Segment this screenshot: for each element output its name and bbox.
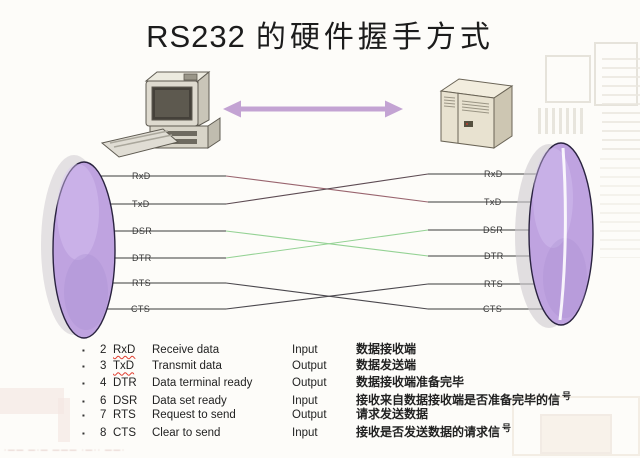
pin-number: 2 xyxy=(100,344,107,356)
bullet: ▪ xyxy=(82,429,85,439)
pin-direction: Output xyxy=(292,360,327,373)
pin-number: 8 xyxy=(100,427,107,440)
wire-dtr-to-dsr xyxy=(225,229,429,259)
bullet: ▪ xyxy=(82,396,85,406)
left-connector xyxy=(41,155,116,339)
pin-direction: Input xyxy=(292,344,318,356)
pin-code: TxD xyxy=(113,360,135,373)
signal-label-left-rts: RTS xyxy=(132,278,152,288)
pin-code: RTS xyxy=(113,409,136,422)
signal-label-left-dtr: DTR xyxy=(132,253,152,263)
pin-number: 3 xyxy=(100,360,107,373)
bullet: ▪ xyxy=(82,411,85,421)
signal-label-right-rts: RTS xyxy=(484,279,504,289)
pin-description: Request to send xyxy=(152,409,236,422)
pin-number: 7 xyxy=(100,409,107,422)
server-icon xyxy=(439,78,514,149)
watermark-smudge: ·—— —·— ——— ·—·· ——· xyxy=(4,447,126,454)
pin-direction: Output xyxy=(292,409,327,422)
pin-direction: Input xyxy=(292,427,318,440)
signal-label-right-dsr: DSR xyxy=(483,225,504,235)
pin-table: ▪ 2 RxD Receive data Input 数据接收端 ▪ 3 TxD T… xyxy=(70,340,636,440)
title-latin: RS232 xyxy=(146,19,246,54)
pin-description: Transmit data xyxy=(152,360,222,373)
table-row: ▪ 4 DTR Data terminal ready Output 数据接收端准… xyxy=(70,373,636,389)
pin-chinese: 数据发送端 xyxy=(356,358,417,373)
pin-number: 4 xyxy=(100,376,107,389)
table-row: ▪ 7 RTS Request to send Output 请求发送数据 xyxy=(70,405,636,421)
signal-label-right-txd: TxD xyxy=(484,197,502,207)
pin-description: Data terminal ready xyxy=(152,376,253,389)
pin-chinese-sup: 号 xyxy=(562,390,572,401)
bullet: ▪ xyxy=(82,362,85,372)
signal-label-right-cts: CTS xyxy=(483,304,503,314)
signal-label-right-dtr: DTR xyxy=(484,251,504,261)
wire-txd-to-rxd xyxy=(225,173,429,205)
bidirectional-arrow xyxy=(223,100,403,118)
pin-chinese: 请求发送数据 xyxy=(356,407,429,422)
pin-code: DTR xyxy=(113,376,137,389)
bullet: ▪ xyxy=(82,378,85,388)
pin-code: RxD xyxy=(113,344,136,356)
pin-chinese: 接收来自数据接收端是否准备完毕的信 xyxy=(356,392,561,407)
signal-label-left-dsr: DSR xyxy=(132,226,153,236)
pin-code: CTS xyxy=(113,427,136,440)
pin-description: Data set ready xyxy=(152,394,227,407)
pin-description: Receive data xyxy=(152,344,220,356)
pin-chinese: 接收是否发送数据的请求信 xyxy=(356,425,501,440)
pin-number: 6 xyxy=(100,394,107,407)
left-signal-stubs xyxy=(98,175,226,310)
pin-direction: Input xyxy=(292,394,318,407)
keyboard xyxy=(100,128,180,158)
crossover-wires xyxy=(225,173,429,310)
title-chinese: 的硬件握手方式 xyxy=(255,21,494,54)
table-row: ▪ 8 CTS Clear to send Input 接收是否发送数据的请求信号 xyxy=(70,421,636,440)
signal-label-left-txd: TxD xyxy=(132,199,150,209)
signal-label-left-cts: CTS xyxy=(131,304,151,314)
signal-label-left-rxd: RxD xyxy=(132,171,151,181)
bullet: ▪ xyxy=(82,346,85,355)
pin-chinese-sup: 号 xyxy=(502,423,512,434)
wire-cts-to-rts xyxy=(225,283,429,310)
right-connector xyxy=(515,142,594,328)
pin-description: Clear to send xyxy=(152,427,221,440)
table-row: ▪ 6 DSR Data set ready Input 接收来自数据接收端是否准… xyxy=(70,389,636,407)
pin-chinese: 数据接收端准备完毕 xyxy=(356,374,465,389)
table-row: ▪ 3 TxD Transmit data Output 数据发送端 xyxy=(70,356,636,372)
signal-label-right-rxd: RxD xyxy=(484,169,503,179)
pin-direction: Output xyxy=(292,376,327,389)
table-row: ▪ 2 RxD Receive data Input 数据接收端 xyxy=(70,340,636,356)
desktop-computer-icon xyxy=(100,70,221,158)
pin-code: DSR xyxy=(113,394,138,407)
pin-chinese: 数据接收端 xyxy=(356,342,417,356)
page-title: RS232 的硬件握手方式 xyxy=(0,12,640,56)
